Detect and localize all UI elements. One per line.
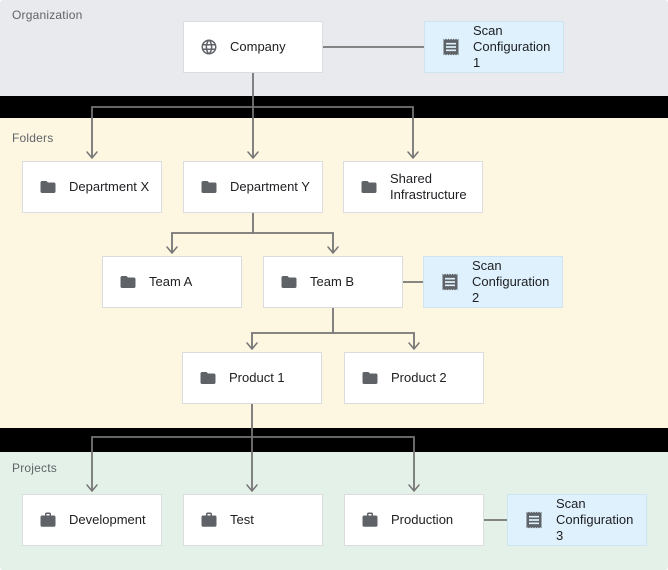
divider-bar-bottom [0,428,668,452]
briefcase-icon [200,511,218,529]
node-label: Production [391,512,454,527]
node-scan-configuration-1: Scan Configuration 1 [424,21,564,73]
node-label: Department X [69,179,150,194]
node-label: Team B [310,274,355,289]
folder-icon [361,369,379,387]
node-label: Department Y [230,179,310,194]
folder-icon [199,369,217,387]
folder-icon [119,273,137,291]
receipt-icon [441,37,461,57]
section-label-projects: Projects [12,461,57,475]
globe-icon [200,38,218,56]
node-label: Product 2 [391,370,447,385]
node-label: Scan Configuration 2 [472,258,550,305]
node-label: Scan Configuration 3 [556,496,634,543]
node-label: Product 1 [229,370,285,385]
node-production: Production [344,494,484,546]
node-label: Test [230,512,254,527]
section-label-folders: Folders [12,131,54,145]
node-label: Development [69,512,146,527]
node-scan-configuration-3: Scan Configuration 3 [507,494,647,546]
folder-icon [200,178,218,196]
node-label: Scan Configuration 1 [473,23,551,70]
folder-icon [280,273,298,291]
receipt-icon [440,272,460,292]
briefcase-icon [361,511,379,529]
node-department-x: Department X [22,161,162,213]
node-shared-infrastructure: Shared Infrastructure [343,161,483,213]
node-scan-configuration-2: Scan Configuration 2 [423,256,563,308]
node-team-a: Team A [102,256,242,308]
briefcase-icon [39,511,57,529]
node-development: Development [22,494,162,546]
node-label: Team A [149,274,193,289]
node-test: Test [183,494,323,546]
section-label-organization: Organization [12,8,83,22]
folder-icon [39,178,57,196]
node-team-b: Team B [263,256,403,308]
receipt-icon [524,510,544,530]
arrowheads [86,151,420,493]
node-label: Shared Infrastructure [390,171,467,202]
node-product-1: Product 1 [182,352,322,404]
node-company: Company [183,21,323,73]
folder-icon [360,178,378,196]
node-product-2: Product 2 [344,352,484,404]
node-label: Company [230,39,286,54]
node-department-y: Department Y [183,161,323,213]
